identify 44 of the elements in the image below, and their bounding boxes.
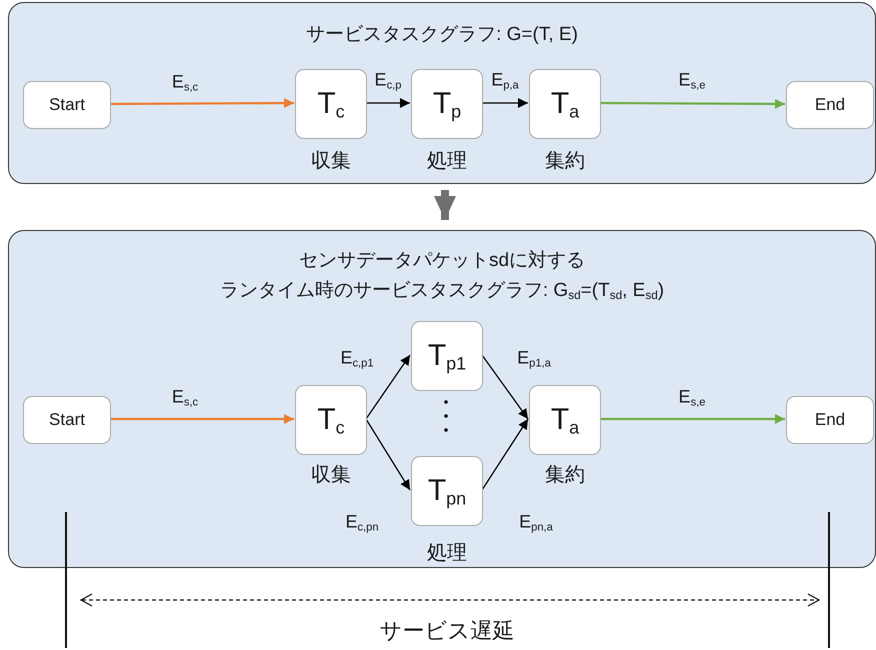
arrow	[366, 98, 410, 108]
edge-label: E$_{c,p1}$	[340, 348, 374, 368]
task-box: End	[786, 81, 874, 129]
arrow	[434, 190, 456, 220]
edge-label: E$_{c,pn}$	[345, 512, 379, 532]
arrow	[481, 418, 529, 490]
edge-label: E$_{p,a}$	[491, 70, 519, 90]
task-caption: 処理	[427, 149, 467, 174]
panel	[8, 230, 876, 568]
task-caption: 集約	[545, 149, 585, 174]
task-box: T$_{p}$	[411, 69, 483, 139]
task-box: T$_{pn}$	[411, 456, 483, 526]
task-box: T$_{a}$	[529, 385, 601, 455]
edge-label: E$_{pn,a}$	[519, 512, 553, 532]
task-box: End	[786, 396, 874, 444]
edge-label: E$_{p1,a}$	[517, 348, 551, 368]
panel-title: ランタイム時のサービスタスクグラフ: G$_{sd}$=(T$_{sd}$, E$_{sd}$)	[218, 279, 666, 303]
arrow	[110, 414, 294, 424]
task-caption: 収集	[311, 463, 351, 488]
arrow	[600, 98, 785, 109]
edge-label: E$_{s,c}$	[172, 386, 198, 408]
task-caption: 収集	[311, 149, 351, 174]
task-box: T$_{a}$	[529, 69, 601, 139]
panel	[8, 2, 876, 184]
panel-title: サービスタスクグラフ: G=(T, E)	[305, 23, 579, 47]
task-caption: 処理	[427, 541, 467, 566]
task-box: Start	[23, 396, 111, 444]
arrow	[110, 98, 294, 108]
task-box: T$_{c}$	[295, 385, 367, 455]
dimension-label: サービス遅延	[380, 617, 514, 645]
edge-label: E$_{s,e}$	[678, 70, 706, 90]
arrow	[365, 354, 411, 420]
edge-label: E$_{s,e}$	[678, 386, 706, 408]
task-box: T$_{c}$	[295, 69, 367, 139]
arrow	[482, 98, 528, 108]
arrow	[481, 354, 529, 420]
task-caption: 集約	[545, 463, 585, 488]
arrow	[600, 414, 785, 424]
edge-label: E$_{s,c}$	[172, 72, 198, 92]
task-box: T$_{p1}$	[411, 321, 483, 391]
panel-title: センサデータパケットsdに対する	[298, 249, 586, 273]
edge-label: E$_{c,p}$	[374, 70, 402, 90]
task-box: Start	[23, 81, 111, 129]
arrow	[365, 418, 411, 490]
